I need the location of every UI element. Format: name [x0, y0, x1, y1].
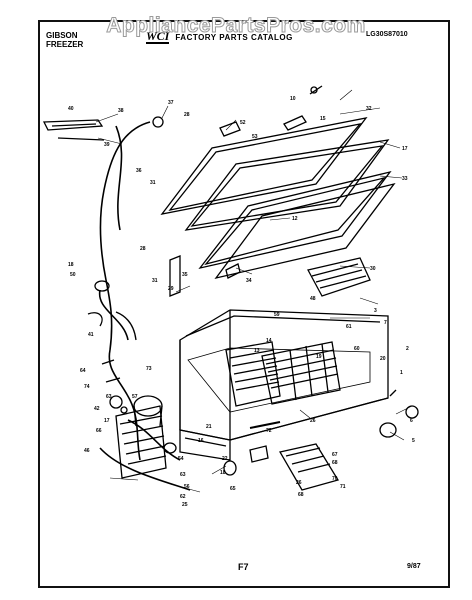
callout: 16: [198, 438, 204, 444]
callout: 12: [292, 216, 298, 222]
callout: 19: [316, 354, 322, 360]
callout: 36: [136, 168, 142, 174]
callout: 22: [222, 456, 228, 462]
callout: 6: [410, 418, 413, 424]
callout: 15: [320, 116, 326, 122]
wci-logo: WCI: [146, 29, 170, 44]
basket-set: [225, 257, 371, 407]
callout: 46: [84, 448, 90, 454]
callout: 62: [180, 494, 186, 500]
callout: 72: [266, 428, 272, 434]
product-type: FREEZER: [46, 40, 84, 49]
brand-block: GIBSON FREEZER: [46, 31, 83, 49]
callout: 68: [298, 492, 304, 498]
callout: 73: [146, 366, 152, 372]
watermark: AppliancePartsPros.com: [106, 14, 366, 38]
callout: 57: [132, 394, 138, 400]
callout: 67: [332, 452, 338, 458]
callout: 56: [184, 484, 190, 490]
handle-part: [42, 119, 105, 141]
callout: 2: [406, 346, 409, 352]
callout: 31: [150, 180, 156, 186]
callout: 65: [230, 486, 236, 492]
callout: 42: [94, 406, 100, 412]
compressor-assembly: [115, 395, 237, 479]
callout: 66: [96, 428, 102, 434]
callout: 54: [178, 456, 184, 462]
callout: 61: [346, 324, 352, 330]
callout: 10: [290, 96, 296, 102]
callout: 18: [68, 262, 74, 268]
model-number: LG30S87010: [366, 31, 408, 38]
callout: 17: [104, 418, 110, 424]
callout: 28: [140, 246, 146, 252]
callout: 25: [182, 502, 188, 508]
callout: 68: [332, 460, 338, 466]
callout: 74: [84, 384, 90, 390]
callout: 1: [400, 370, 403, 376]
callout: 52: [240, 120, 246, 126]
callout: 14: [266, 338, 272, 344]
callout: 28: [184, 112, 190, 118]
callout: 60: [354, 346, 360, 352]
callout-labels: 40 38 39 37 28 52 53 36 31 32 10 15 17 3…: [68, 96, 415, 508]
callout: 29: [168, 286, 174, 292]
callout: 71: [340, 484, 346, 490]
callout: 64: [80, 368, 86, 374]
hinge-parts: [152, 85, 323, 297]
callout: 39: [104, 142, 110, 148]
callout: 33: [402, 176, 408, 182]
callout: 50: [70, 272, 76, 278]
lid-assembly: [160, 117, 396, 280]
callout: 37: [168, 100, 174, 106]
callout: 70: [332, 476, 338, 482]
brand-name: GIBSON: [46, 31, 78, 40]
callout: 18: [220, 470, 226, 476]
callout: 38: [118, 108, 124, 114]
refrigerant-tubing: [98, 121, 191, 491]
callout: 5: [412, 438, 415, 444]
callout: 63: [106, 394, 112, 400]
callout: 32: [366, 106, 372, 112]
callout: 63: [180, 472, 186, 478]
callout: 17: [402, 146, 408, 152]
callout: 20: [380, 356, 386, 362]
callout: 41: [88, 332, 94, 338]
callout: 53: [252, 134, 258, 140]
callout: 21: [206, 424, 212, 430]
catalog-title: FACTORY PARTS CATALOG: [175, 33, 293, 42]
catalog-header: WCI FACTORY PARTS CATALOG: [146, 29, 293, 44]
small-parts-right: [249, 389, 419, 491]
callout: 13: [254, 348, 260, 354]
page-code: F7: [238, 562, 249, 572]
callout: 30: [370, 266, 376, 272]
callout: 34: [246, 278, 252, 284]
callout-leaders: [95, 89, 413, 493]
small-parts-left: [87, 280, 137, 414]
callout: 7: [384, 320, 387, 326]
callout: 40: [68, 106, 74, 112]
exploded-parts-diagram: 40 38 39 37 28 52 53 36 31 32 10 15 17 3…: [42, 85, 419, 508]
callout: 26: [296, 480, 302, 486]
callout: 59: [274, 312, 280, 318]
callout: 31: [152, 278, 158, 284]
callout: 3: [374, 308, 377, 314]
callout: 35: [182, 272, 188, 278]
callout: 26: [310, 418, 316, 424]
revision-date: 9/87: [407, 563, 421, 570]
callout: 48: [310, 296, 316, 302]
page-frame: [38, 20, 450, 588]
